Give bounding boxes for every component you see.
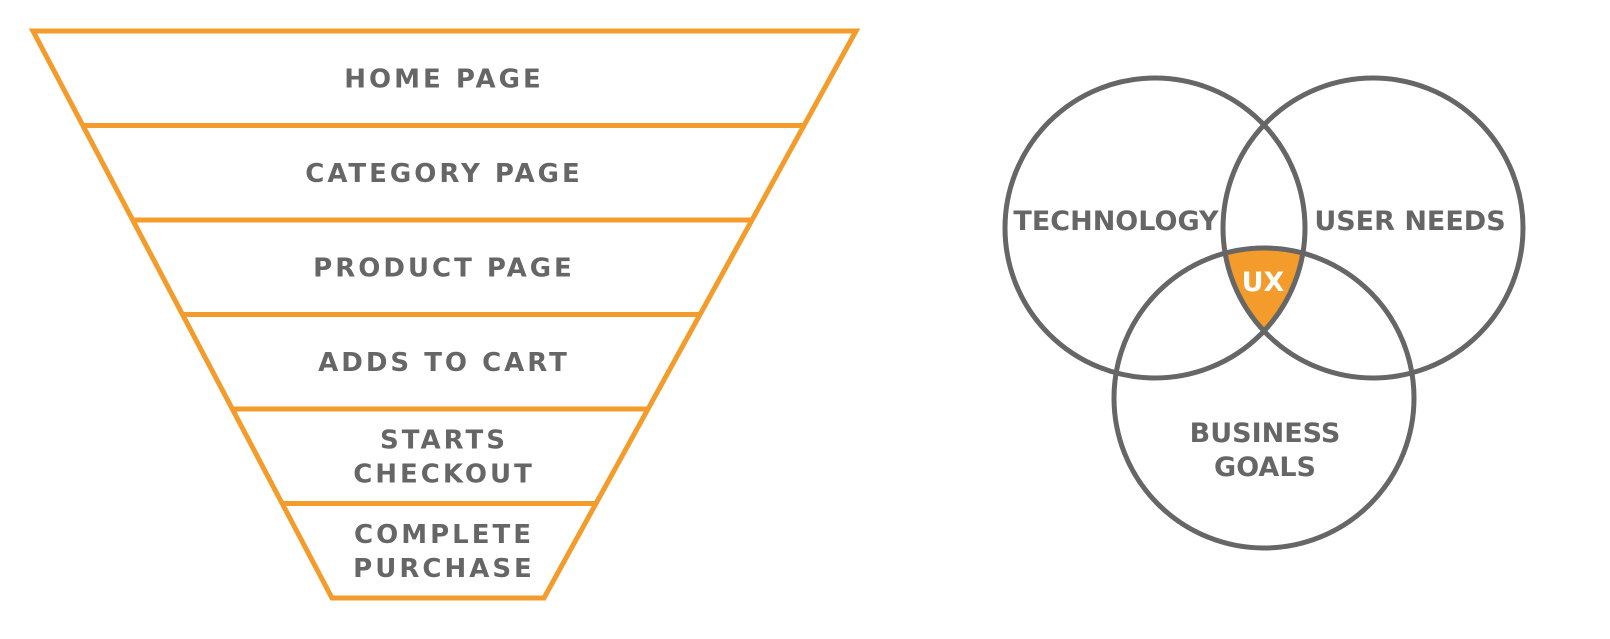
funnel-labels: HOME PAGE CATEGORY PAGE PRODUCT PAGE ADDS T… (305, 64, 583, 584)
funnel-stage-label: COMPLETE (354, 520, 534, 550)
business-goals-label-line1: BUSINESS (1190, 418, 1341, 449)
venn-diagram: TECHNOLOGY USER NEEDS BUSINESS GOALS UX (1002, 75, 1526, 551)
user-needs-circle (1220, 75, 1526, 381)
ux-label: UX (1242, 267, 1285, 298)
business-goals-circle (1111, 245, 1417, 551)
technology-circle (1002, 75, 1308, 381)
user-needs-label: USER NEEDS (1314, 206, 1505, 237)
technology-label: TECHNOLOGY (1013, 206, 1219, 237)
funnel-stage-label: PRODUCT PAGE (313, 253, 575, 283)
funnel-dividers (82, 123, 804, 506)
funnel-stage-label: CHECKOUT (353, 459, 535, 489)
funnel-stage-label: PURCHASE (353, 554, 535, 584)
funnel-stage-label: HOME PAGE (344, 64, 543, 94)
funnel-stage-label: STARTS (380, 425, 508, 455)
funnel-diagram: HOME PAGE CATEGORY PAGE PRODUCT PAGE ADDS T… (28, 28, 861, 601)
funnel-stage-label: ADDS TO CART (318, 348, 570, 378)
business-goals-label-line2: GOALS (1214, 452, 1316, 483)
funnel-stage-label: CATEGORY PAGE (305, 159, 583, 189)
